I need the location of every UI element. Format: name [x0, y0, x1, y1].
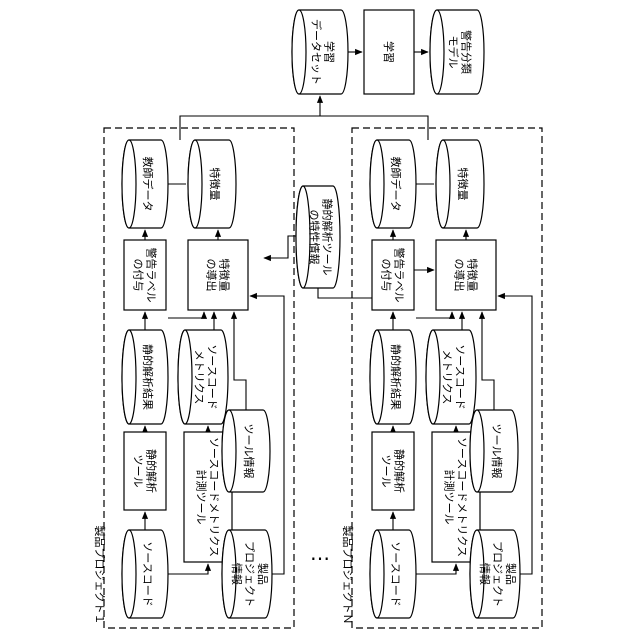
learning-box-label: 学習 — [382, 41, 396, 63]
project-1-teacher-data-cylinder-label: 教師データ — [141, 157, 155, 212]
project-1-edge-results-to-derivation — [168, 312, 204, 318]
project-1-teacher-data-cylinder-cap — [122, 140, 136, 228]
project-2-warning-label-box: 警告ラベルの付与 — [372, 240, 414, 310]
project-1-tool-info-cylinder: ツール情報 — [222, 410, 270, 492]
project-2-source-code-cylinder-label: ソースコード — [389, 541, 402, 606]
project-1-source-metrics-cylinder-label: ソースコードメトリクス — [193, 344, 219, 409]
project-2-feature-derivation-box: 特徴量の導出 — [436, 240, 496, 310]
project-1-product-info-cylinder: 製品プロジェクト情報 — [222, 530, 272, 618]
project-1-tool-info-cylinder-cap — [222, 410, 236, 492]
project-2-tool-info-cylinder-label: ツール情報 — [490, 424, 503, 479]
project-2-features-cylinder-cap — [436, 140, 450, 228]
project-1-static-tool-box-label: 静的解析ツール — [132, 449, 159, 493]
project-1-source-code-cylinder-label: ソースコード — [141, 541, 154, 606]
static-tool-traits-cylinder-label: 静的解析ツールの特性情報 — [308, 199, 335, 276]
learning-box: 学習 — [364, 10, 414, 94]
project-2-edge-source-to-metrics-tool — [416, 564, 456, 574]
project-1-source-metrics-cylinder: ソースコードメトリクス — [178, 330, 228, 424]
project-2-teacher-data-cylinder-label: 教師データ — [389, 157, 403, 212]
project-2-tool-info-cylinder: ツール情報 — [470, 410, 518, 492]
project-1-source-code-cylinder-cap — [122, 530, 136, 618]
training-dataset-cylinder-cap — [292, 10, 306, 94]
node-layer: 学習データセット 学習 警告分類モデル静的解析ツールの特性情報 … 教師データ 特徴量警告… — [122, 10, 520, 618]
project-2-source-metrics-cylinder: ソースコードメトリクス — [426, 330, 476, 424]
training-dataset-cylinder: 学習データセット — [292, 10, 348, 94]
project-1-features-cylinder-cap — [188, 140, 202, 228]
project-2-features-cylinder-label: 特徴量 — [456, 168, 470, 201]
project-1-features-cylinder: 特徴量 — [188, 140, 236, 228]
edge-traits-to-derivation-1 — [264, 236, 296, 258]
project-1-static-results-cylinder-cap — [122, 330, 136, 424]
static-tool-traits-cylinder: 静的解析ツールの特性情報 — [296, 186, 340, 288]
project-2-features-cylinder: 特徴量 — [436, 140, 484, 228]
project-1-edge-source-to-metrics-tool — [168, 564, 208, 574]
project-1-feature-derivation-box-label: 特徴量の導出 — [205, 259, 232, 292]
project-2-source-metrics-cylinder-cap — [426, 330, 440, 424]
project-2-source-code-cylinder: ソースコード — [370, 530, 416, 618]
project-2-static-results-cylinder-cap — [370, 330, 384, 424]
project-1-source-metrics-cylinder-cap — [178, 330, 192, 424]
project-2-edge-results-to-derivation — [416, 312, 452, 318]
project-1-source-code-cylinder: ソースコード — [122, 530, 168, 618]
project-2-static-tool-box: 静的解析ツール — [372, 432, 414, 510]
project-2-source-code-cylinder-cap — [370, 530, 384, 618]
project-2-frame-label: 製品プロジェクトＮ — [341, 526, 355, 625]
warning-classification-model-cylinder-label: 警告分類モデル — [447, 30, 474, 74]
project-1-warning-label-box: 警告ラベルの付与 — [124, 240, 166, 310]
project-2-tool-info-cylinder-cap — [470, 410, 484, 492]
warning-classification-model-cylinder-cap — [430, 10, 444, 94]
project-2-source-metrics-cylinder-label: ソースコードメトリクス — [441, 344, 467, 409]
project-2-static-results-cylinder: 静的解析結果 — [370, 330, 416, 424]
project-2-teacher-data-cylinder-cap — [370, 140, 384, 228]
project-1-static-results-cylinder-label: 静的解析結果 — [141, 344, 155, 410]
project-2-edge-toolinfo-to-derivation — [482, 312, 494, 410]
project-1-static-results-cylinder: 静的解析結果 — [122, 330, 168, 424]
more-projects-ellipsis: … — [310, 541, 330, 565]
project-1-edge-toolinfo-to-derivation — [234, 312, 246, 410]
project-1-feature-derivation-box: 特徴量の導出 — [188, 240, 248, 310]
project-2-static-tool-box-label: 静的解析ツール — [380, 449, 407, 493]
project-1-teacher-data-cylinder: 教師データ — [122, 140, 168, 228]
project-1-tool-info-cylinder-label: ツール情報 — [242, 424, 255, 479]
project-1-features-cylinder-label: 特徴量 — [208, 168, 222, 201]
project-2-product-info-cylinder: 製品プロジェクト情報 — [470, 530, 520, 618]
project-2-feature-derivation-box-label: 特徴量の導出 — [453, 259, 480, 292]
project-1-frame-label: 製品プロジェクト１ — [93, 526, 107, 625]
project-2-static-results-cylinder-label: 静的解析結果 — [389, 344, 403, 410]
project-1-static-tool-box: 静的解析ツール — [124, 432, 166, 510]
warning-classification-model-cylinder: 警告分類モデル — [430, 10, 484, 94]
project-2-teacher-data-cylinder: 教師データ — [370, 140, 416, 228]
